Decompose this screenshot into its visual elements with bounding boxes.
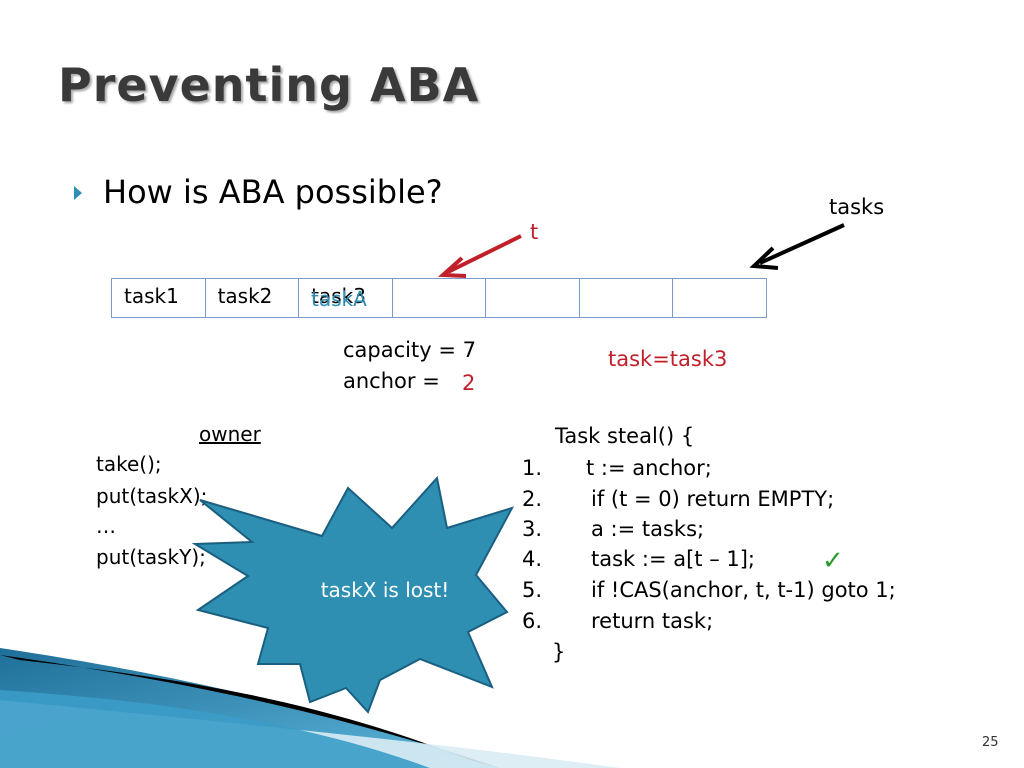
bullet-arrow-icon xyxy=(74,186,82,200)
array-cell xyxy=(486,279,580,317)
task-assignment: task=task3 xyxy=(608,347,728,371)
code-line: t := anchor; xyxy=(586,456,712,480)
code-closing-brace: } xyxy=(552,640,566,664)
code-line: return task; xyxy=(591,609,714,633)
overwritten-task-label: taskA xyxy=(311,287,367,311)
bullet-question: How is ABA possible? xyxy=(103,173,443,211)
code-line-number: 5. xyxy=(522,578,543,602)
array-cell: task3 xyxy=(299,279,393,317)
code-line: task := a[t – 1]; xyxy=(591,547,756,571)
anchor-value: 2 xyxy=(462,371,476,395)
code-line: if !CAS(anchor, t, t-1) goto 1; xyxy=(591,578,896,602)
code-line-number: 1. xyxy=(522,456,543,480)
array-cell: task2 xyxy=(206,279,300,317)
array-cell xyxy=(393,279,487,317)
code-line-number: 3. xyxy=(522,517,543,541)
owner-line: put(taskX); xyxy=(96,484,208,508)
code-line: if (t = 0) return EMPTY; xyxy=(591,487,835,511)
task-array: task1 task2 task3 xyxy=(111,278,767,318)
checkmark-icon: ✓ xyxy=(822,546,844,576)
tasks-pointer-label: tasks xyxy=(829,195,885,219)
t-arrow-icon xyxy=(438,234,522,278)
lost-task-callout: taskX is lost! xyxy=(320,578,450,602)
code-line-number: 2. xyxy=(522,487,543,511)
slide-title: Preventing ABA xyxy=(58,58,480,112)
array-cell: task1 xyxy=(112,279,206,317)
tasks-arrow-icon xyxy=(749,223,845,270)
code-line: a := tasks; xyxy=(591,517,705,541)
owner-line: take(); xyxy=(96,452,162,476)
owner-heading: owner xyxy=(199,422,261,446)
anchor-label: anchor = xyxy=(343,369,440,393)
capacity-value: capacity = 7 xyxy=(343,338,476,362)
owner-line: put(taskY); xyxy=(96,545,206,569)
array-cell xyxy=(580,279,674,317)
code-line-number: 4. xyxy=(522,547,543,571)
page-number: 25 xyxy=(982,735,999,750)
owner-line: … xyxy=(96,514,116,538)
code-line-number: 6. xyxy=(522,609,543,633)
steal-signature: Task steal() { xyxy=(555,424,695,448)
t-pointer-label: t xyxy=(530,220,539,244)
